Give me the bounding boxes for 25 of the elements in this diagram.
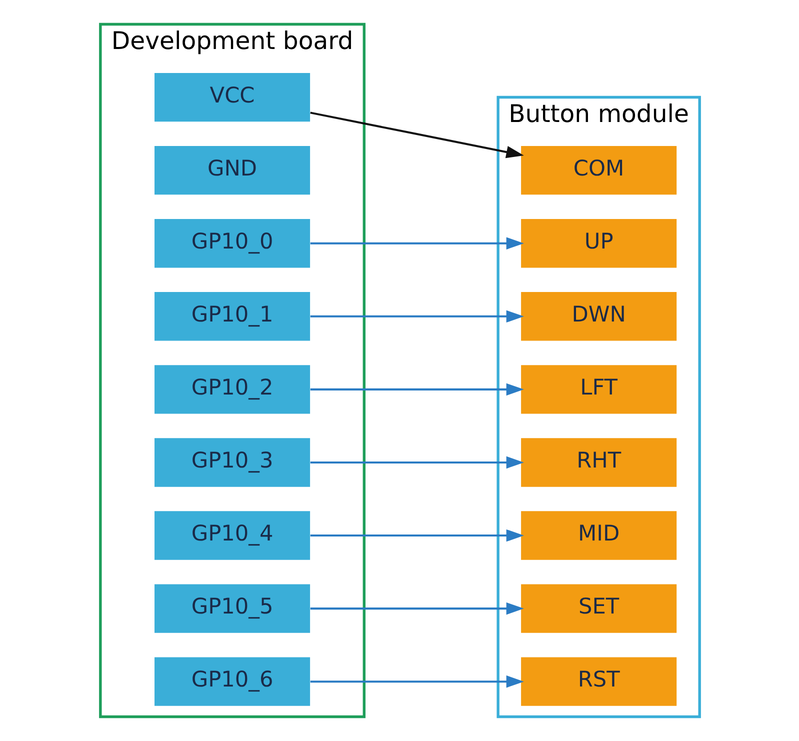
arrow [310,310,524,323]
node-box: LFT [520,365,676,414]
arrow [310,529,524,542]
node-box: VCC [154,72,310,122]
node-box: GP10_6 [154,657,310,706]
node-box: GND [154,146,310,195]
node-box: DWN [520,292,676,341]
node-box: RST [520,657,676,706]
node-box: GP10_2 [154,365,310,414]
node-box: GP10_3 [154,438,310,487]
arrow [310,602,524,615]
node-box: COM [520,146,676,195]
node-box: GP10_5 [154,584,310,633]
arrow [310,112,524,158]
node-box: RHT [520,438,676,487]
arrow [310,237,524,250]
arrow [310,456,524,469]
node-box: GP10_0 [154,219,310,268]
node-box: GP10_4 [154,511,310,560]
arrow [310,383,524,396]
node-box: SET [520,584,676,633]
arrow [310,675,524,688]
node-box: MID [520,511,676,560]
node-box: GP10_1 [154,292,310,341]
node-box: UP [520,219,676,268]
